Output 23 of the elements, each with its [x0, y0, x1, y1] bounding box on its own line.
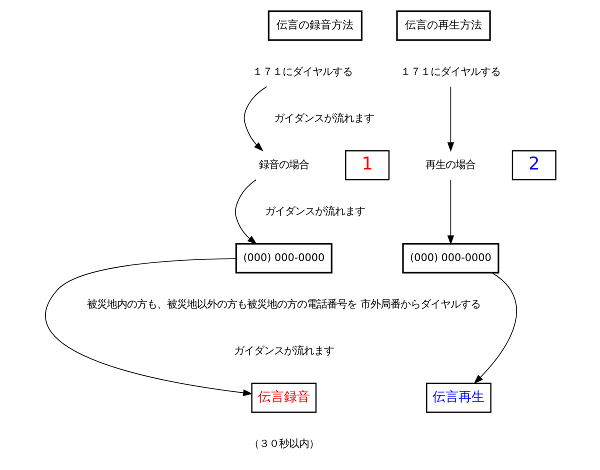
node-box: (000) 000-0000	[402, 243, 499, 274]
arrow	[446, 86, 454, 152]
node-text: 録音の場合	[258, 158, 308, 171]
label: ガイダンスが流れます	[233, 345, 334, 358]
arrow	[473, 272, 516, 384]
node-box: 伝言録音	[250, 382, 316, 413]
arrow	[446, 180, 454, 245]
node-text: 再生の場合	[425, 158, 476, 171]
node-box: 伝言の再生方法	[396, 10, 490, 41]
node-box: 1	[344, 150, 390, 180]
label: 被災地内の方も、被災地以外の方も被災地の方の電話番号を 市外局番からダイヤルする	[86, 298, 480, 310]
arrow	[234, 179, 256, 244]
node-box: 2	[511, 150, 556, 180]
arrow	[243, 86, 267, 152]
node-box: (000) 000-0000	[234, 243, 332, 274]
arrow	[44, 258, 252, 396]
label: ガイダンスが流れます	[264, 205, 365, 218]
node-label: （３０秒以内）	[248, 438, 318, 450]
node-box: 伝言再生	[426, 382, 491, 413]
node-text: １７１にダイヤルする	[400, 66, 500, 78]
node-text: １７１にダイヤルする	[252, 66, 352, 78]
label: ガイダンスが流れます	[274, 112, 374, 124]
node-box: 伝言の録音方法	[267, 10, 362, 41]
